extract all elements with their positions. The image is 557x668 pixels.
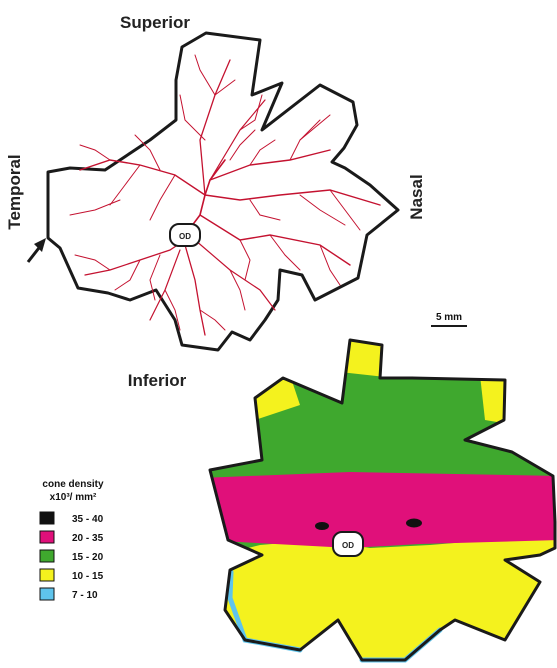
label-inferior: Inferior	[128, 371, 187, 390]
scale-bar: 5 mm	[431, 312, 467, 326]
label-nasal: Nasal	[407, 174, 426, 219]
legend: cone density x10³/ mm² 35 - 40 20 - 35 15 …	[40, 479, 104, 601]
bottom-optic-disc-label: OD	[342, 541, 354, 550]
legend-swatch	[40, 550, 54, 562]
legend-items: 35 - 40 20 - 35 15 - 20 10 - 15 7 - 10	[40, 512, 104, 601]
scale-bar-label: 5 mm	[436, 312, 462, 323]
zone-20-35	[200, 472, 557, 548]
legend-title-line1: cone density	[42, 479, 104, 490]
legend-swatch	[40, 531, 54, 543]
legend-swatch	[40, 588, 54, 600]
label-superior: Superior	[120, 13, 190, 32]
legend-swatch	[40, 569, 54, 581]
legend-label: 35 - 40	[72, 514, 104, 525]
top-retina-outline	[48, 33, 398, 350]
legend-title-line2: x10³/ mm²	[50, 492, 97, 503]
label-temporal: Temporal	[5, 154, 24, 229]
bottom-retina: OD	[200, 330, 557, 668]
zone-35-40-dot-left	[315, 522, 329, 530]
legend-label: 7 - 10	[72, 590, 98, 601]
legend-swatch	[40, 512, 54, 524]
arrow-marker	[28, 238, 46, 262]
top-retina: OD	[28, 33, 398, 350]
top-optic-disc-label: OD	[179, 232, 191, 241]
legend-label: 15 - 20	[72, 552, 104, 563]
legend-label: 20 - 35	[72, 533, 104, 544]
legend-label: 10 - 15	[72, 571, 104, 582]
zone-35-40-dot-right	[406, 519, 422, 528]
